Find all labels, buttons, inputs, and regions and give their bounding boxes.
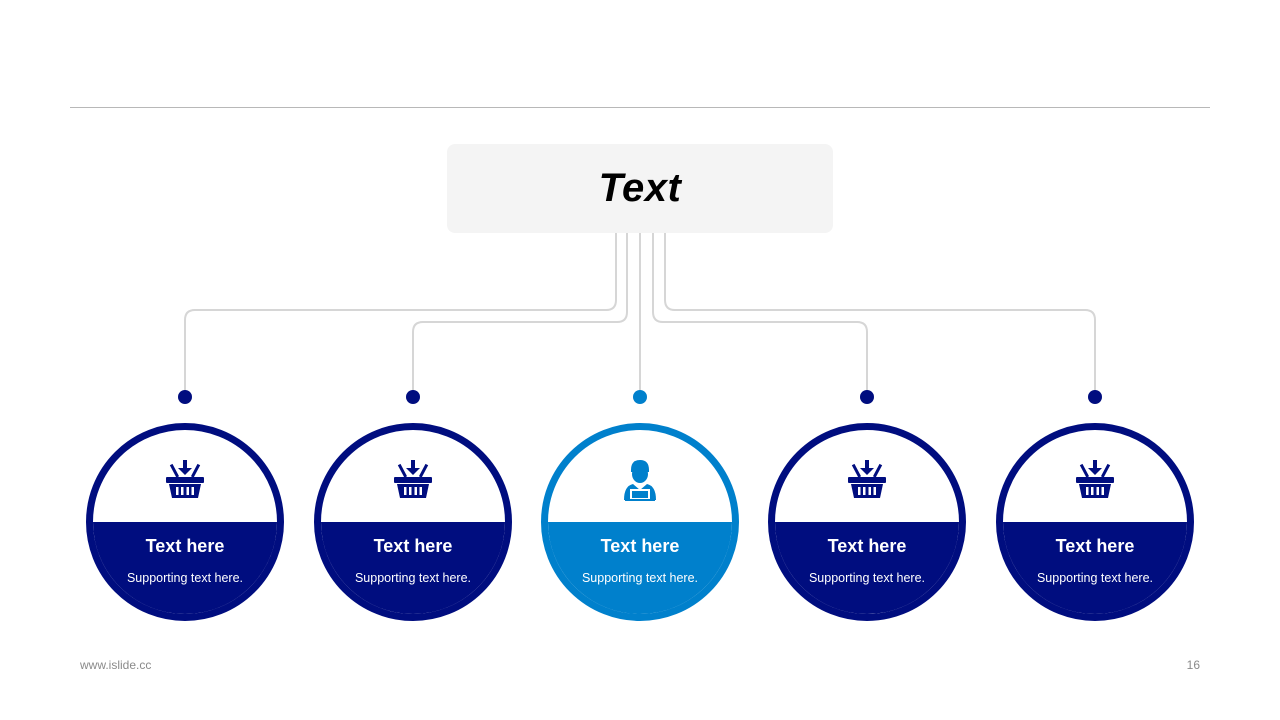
node-4-title: Text here <box>827 536 907 556</box>
connector-5 <box>664 233 1096 397</box>
node-3: Text here Supporting text here. <box>541 423 739 621</box>
node-1: Text here Supporting text here. <box>86 423 284 621</box>
node-1-title: Text here <box>145 536 225 556</box>
connector-1 <box>184 233 617 397</box>
connector-dot-4 <box>860 390 874 404</box>
node-5-band <box>1003 522 1187 614</box>
node-1-band <box>93 522 277 614</box>
shopping-basket-icon <box>394 460 432 498</box>
node-2: Text here Supporting text here. <box>314 423 512 621</box>
node-1-subtitle: Supporting text here. <box>126 571 244 585</box>
shopping-basket-icon <box>166 460 204 498</box>
shopping-basket-icon <box>848 460 886 498</box>
node-2-subtitle: Supporting text here. <box>354 571 472 585</box>
page-number: 16 <box>1186 658 1200 672</box>
node-3-title: Text here <box>600 536 680 556</box>
node-4-subtitle: Supporting text here. <box>808 571 926 585</box>
node-5-subtitle: Supporting text here. <box>1036 571 1154 585</box>
node-2-title: Text here <box>373 536 453 556</box>
node-4: Text here Supporting text here. <box>768 423 966 621</box>
node-2-band <box>321 522 505 614</box>
connector-4 <box>652 233 868 397</box>
shopping-basket-icon <box>1076 460 1114 498</box>
node-3-band <box>548 522 732 614</box>
node-4-band <box>775 522 959 614</box>
root-node: Text <box>447 144 833 233</box>
node-3-subtitle: Supporting text here. <box>581 571 699 585</box>
node-5: Text here Supporting text here. <box>996 423 1194 621</box>
top-divider <box>70 107 1210 108</box>
connector-2 <box>412 233 628 397</box>
footer-website: www.islide.cc <box>80 658 152 672</box>
person-laptop-icon <box>624 460 656 501</box>
node-5-title: Text here <box>1055 536 1135 556</box>
connector-dot-3 <box>633 390 647 404</box>
connector-dot-5 <box>1088 390 1102 404</box>
connector-dot-1 <box>178 390 192 404</box>
connector-dot-2 <box>406 390 420 404</box>
root-title: Text <box>598 166 682 210</box>
